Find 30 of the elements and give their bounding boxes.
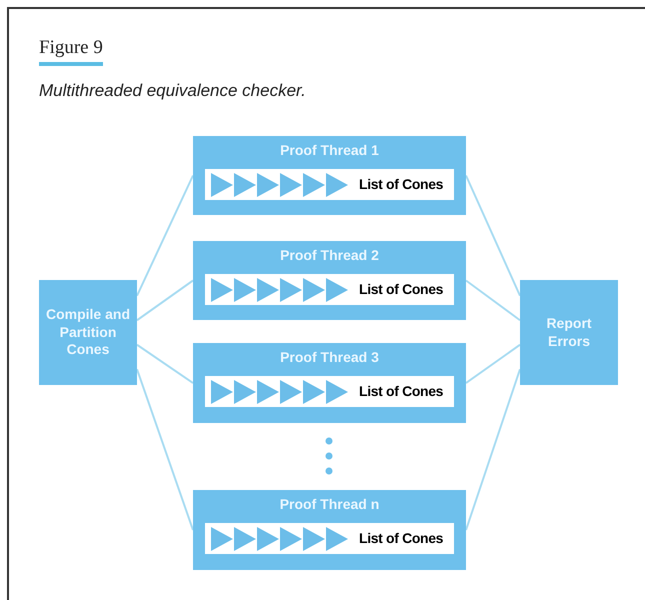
process-box [520, 280, 618, 385]
strip-label: List of Cones [359, 175, 444, 194]
strip-label: List of Cones [359, 382, 444, 401]
connector-line [136, 280, 194, 322]
connector-line [136, 175, 194, 296]
thread-box [193, 490, 466, 570]
node-label: Proof Thread 3 [279, 349, 380, 366]
connector-line [465, 344, 521, 384]
cone-list-strip [205, 376, 454, 407]
connector-line [465, 175, 521, 296]
connector-line [136, 344, 194, 384]
cone-list-strip [205, 274, 454, 305]
thread-box [193, 241, 466, 320]
figure-title: Figure 9 [39, 36, 103, 66]
connector-line [465, 280, 521, 322]
strip-label: List of Cones [359, 529, 444, 548]
node-label: Report Errors [545, 315, 593, 350]
thread-box [193, 136, 466, 215]
connector-line [136, 368, 194, 530]
cone-list-strip [205, 169, 454, 200]
node-label: Proof Thread n [278, 496, 380, 514]
cone-list-strip [205, 523, 454, 554]
node-label: Compile and Partition Cones [44, 306, 131, 359]
thread-box [193, 343, 466, 423]
connector-line [465, 368, 521, 530]
figure-caption: Multithreaded equivalence checker. [39, 80, 306, 102]
strip-label: List of Cones [359, 280, 444, 299]
node-label: Proof Thread 1 [279, 142, 380, 160]
node-label: Proof Thread 2 [279, 247, 380, 264]
process-box [39, 280, 137, 385]
